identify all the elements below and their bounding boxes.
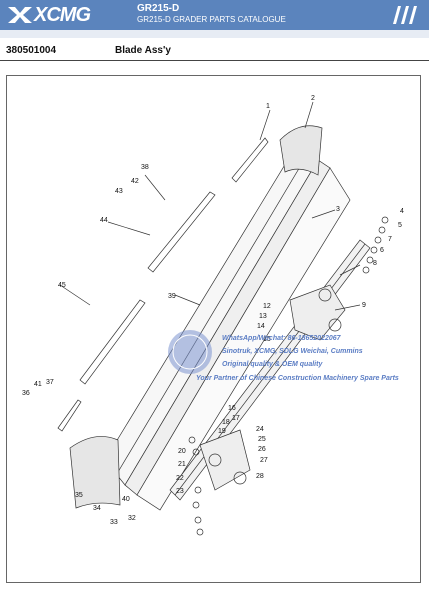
callout-14: 14 — [257, 323, 265, 330]
watermark-seal — [168, 330, 212, 374]
header-subbar — [0, 30, 429, 38]
moldboard-edge — [117, 149, 311, 473]
watermark-line-3: Original quality & OEM quality — [222, 361, 323, 368]
callout-32: 32 — [128, 515, 136, 522]
part-info-row: 380501004 Blade Ass'y — [0, 42, 429, 61]
callout-38: 38 — [141, 164, 149, 171]
brand-name: XCMG — [34, 4, 91, 26]
callout-17: 17 — [232, 415, 240, 422]
watermark-line-2: Sinotruk, XCMG, SDLG Weichai, Cummins — [222, 348, 363, 355]
callout-39: 39 — [168, 293, 176, 300]
callout-1: 1 — [266, 103, 270, 110]
watermark-line-4: Your Partner of Chinese Construction Mac… — [196, 375, 399, 382]
callout-41: 41 — [34, 381, 42, 388]
catalogue-subtitle: GR215-D GRADER PARTS CATALOGUE — [137, 15, 286, 24]
callout-18: 18 — [222, 419, 230, 426]
callout-43: 43 — [115, 188, 123, 195]
callout-34: 34 — [93, 505, 101, 512]
xcmg-logo: XCMG — [8, 4, 91, 26]
callout-26: 26 — [258, 446, 266, 453]
part-number: 380501004 — [6, 45, 57, 56]
callout-6: 6 — [380, 247, 384, 254]
callout-16: 16 — [228, 405, 236, 412]
callout-36: 36 — [22, 390, 30, 397]
callout-3: 3 — [336, 206, 340, 213]
callout-19: 19 — [218, 428, 226, 435]
callout-9: 9 — [362, 302, 366, 309]
moldboard — [104, 139, 319, 486]
callout-40: 40 — [122, 496, 130, 503]
callout-labels: 1 2 3 4 5 6 7 8 9 12 13 14 15 16 17 18 1… — [22, 95, 404, 526]
bolt-column-right — [362, 216, 389, 274]
callout-44: 44 — [100, 217, 108, 224]
callout-5: 5 — [398, 222, 402, 229]
callout-12: 12 — [263, 303, 271, 310]
callout-45: 45 — [58, 282, 66, 289]
callout-27: 27 — [260, 457, 268, 464]
wear-strip-top — [231, 137, 269, 183]
wear-strip-45 — [79, 299, 146, 385]
watermark-line-1: WhatsApp/Wechat: 86-18652022067 — [222, 335, 341, 342]
callout-7: 7 — [388, 236, 392, 243]
catalogue-titles: GR215-D GR215-D GRADER PARTS CATALOGUE — [137, 3, 286, 25]
xcmg-logo-icon — [8, 7, 32, 23]
bolt-column-left — [188, 436, 204, 536]
callout-4: 4 — [400, 208, 404, 215]
wear-strip-bottom — [57, 399, 82, 432]
diagram-frame — [6, 75, 421, 583]
callout-24: 24 — [256, 426, 264, 433]
callout-13: 13 — [259, 313, 267, 320]
callout-37: 37 — [46, 379, 54, 386]
callout-33: 33 — [110, 519, 118, 526]
wear-strip-44 — [147, 191, 216, 273]
callout-42: 42 — [131, 178, 139, 185]
catalogue-header: XCMG GR215-D GR215-D GRADER PARTS CATALO… — [0, 0, 429, 30]
callout-8: 8 — [373, 260, 377, 267]
callout-2: 2 — [311, 95, 315, 102]
end-plate-left — [69, 436, 121, 509]
part-name: Blade Ass'y — [115, 45, 171, 56]
end-plate-right — [279, 125, 323, 176]
callout-15: 15 — [263, 336, 271, 343]
right-bracket — [289, 284, 346, 341]
callout-28: 28 — [256, 473, 264, 480]
left-bracket — [199, 429, 251, 491]
stripes-decoration-icon — [393, 6, 417, 24]
callout-22: 22 — [176, 475, 184, 482]
blade-lower — [136, 167, 351, 511]
callout-35: 35 — [75, 492, 83, 499]
callout-20: 20 — [178, 448, 186, 455]
callout-23: 23 — [176, 488, 184, 495]
model-title: GR215-D — [137, 3, 180, 14]
callout-25: 25 — [258, 436, 266, 443]
callout-21: 21 — [178, 461, 186, 468]
